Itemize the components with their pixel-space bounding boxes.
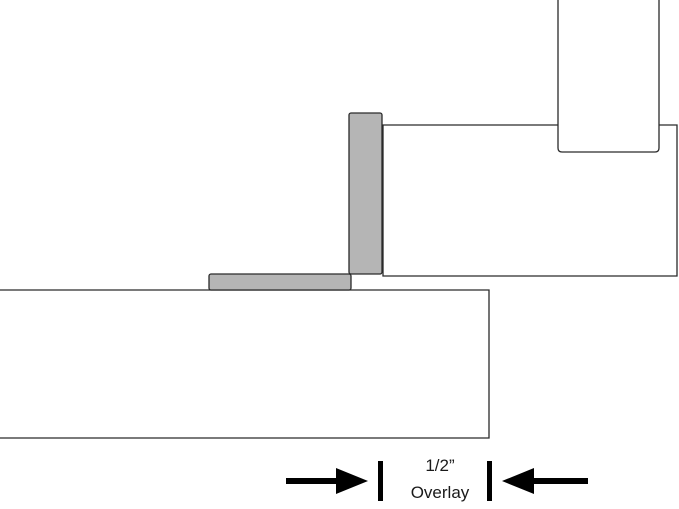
overlay-measurement-label: 1/2” bbox=[425, 456, 455, 475]
face-frame-stile bbox=[557, 0, 660, 153]
dimension-bar-right bbox=[487, 461, 492, 501]
overlay-caption-label: Overlay bbox=[410, 483, 470, 502]
hinge-horizontal-leaf bbox=[208, 273, 352, 291]
dimension-bar-left bbox=[378, 461, 383, 501]
cabinet-base-panel bbox=[0, 289, 490, 439]
arrow-left-icon bbox=[502, 468, 588, 494]
arrow-right-icon bbox=[286, 468, 368, 494]
hinge-vertical-leaf bbox=[348, 112, 383, 275]
